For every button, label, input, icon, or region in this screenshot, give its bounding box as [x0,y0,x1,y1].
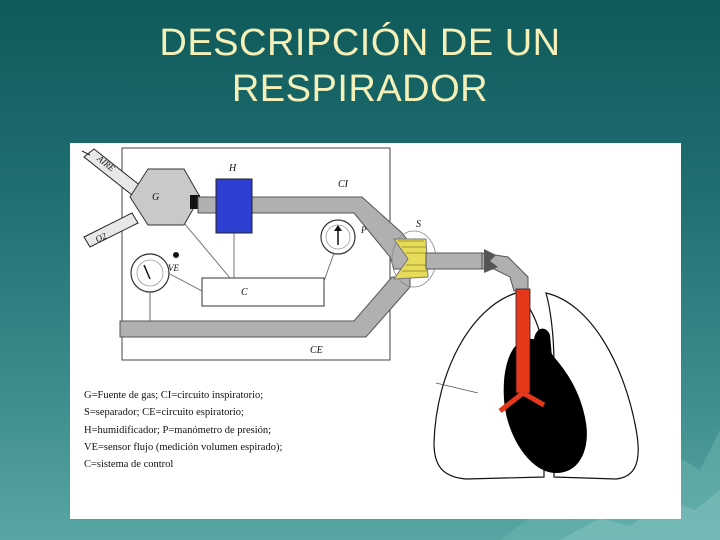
tube-valve [484,249,498,273]
legend-line: C=sistema de control [84,459,174,471]
flow-sensor-dot [173,252,179,258]
ci-label: CI [338,179,349,190]
bronchi [498,390,546,413]
s-label: S [416,219,421,230]
title-line-1: DESCRIPCIÓN DE UN [159,22,561,64]
expiratory-circuit-ce [119,276,411,338]
legend-line: G=Fuente de gas; CI=circuito inspiratori… [84,390,264,401]
control-system-c [201,277,325,307]
ventilator-diagram: AIRE O2 G CI H CE S [70,143,681,519]
legend-line: S=separador; CE=circuito espiratorio; [84,407,244,419]
humidifier-h [215,178,253,234]
oxygen-inlet: O2 [83,212,139,248]
p-label: P [360,225,367,235]
gas-source-g [129,168,201,226]
slide-title: DESCRIPCIÓN DE UN RESPIRADOR [0,20,720,112]
separator-hatch [398,240,427,272]
g-label: G [152,192,159,203]
c-label: C [241,287,248,298]
title-line-2: RESPIRADOR [231,68,489,110]
heart-vessel [534,328,552,359]
legend: G=Fuente de gas; CI=circuito inspiratori… [84,387,282,473]
lung-fissure [435,382,479,394]
legend-line: VE=sensor flujo (medición volumen espira… [84,441,283,453]
o2-label: O2 [94,230,109,244]
patient-tube [425,252,483,270]
separator-s [392,238,429,280]
gas-connector [190,195,200,209]
ve-label: VE [168,263,179,273]
air-inlet: AIRE [81,148,143,196]
legend-line: H=humidificador; P=manómetro de presión; [84,424,272,436]
diagram-svg: AIRE O2 G CI H CE S [81,147,639,480]
control-wires [167,222,335,292]
ce-label: CE [310,345,323,356]
trachea-tube [515,288,531,394]
h-label: H [228,163,237,174]
